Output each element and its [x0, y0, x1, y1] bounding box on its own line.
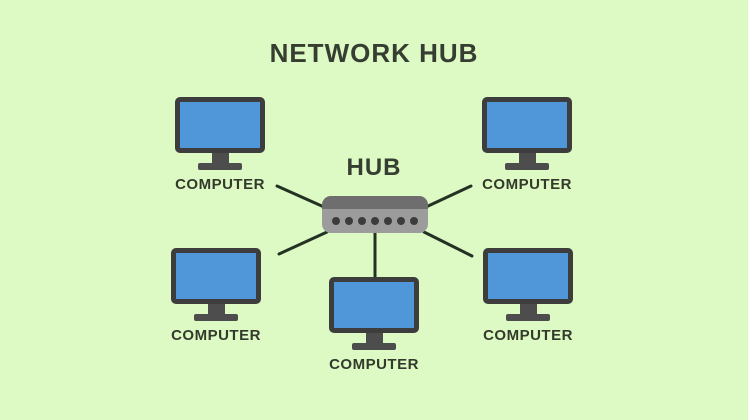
monitor-icon: [175, 97, 265, 153]
hub-label: HUB: [346, 154, 402, 181]
computer-label: COMPUTER: [171, 327, 261, 344]
connection-line-top-left: [275, 184, 326, 209]
hub-port-dot: [332, 217, 340, 225]
computer-node-bottom-left: COMPUTER: [161, 248, 271, 344]
hub-port-dot: [384, 217, 392, 225]
computer-node-bottom-right: COMPUTER: [473, 248, 583, 344]
monitor-icon: [482, 97, 572, 153]
monitor-neck: [365, 333, 383, 343]
monitor-neck: [211, 153, 229, 163]
monitor-base: [505, 163, 549, 170]
computer-node-bottom-center: COMPUTER: [319, 277, 429, 373]
hub-ports: [322, 209, 428, 233]
hub-port-dot: [358, 217, 366, 225]
connection-line-bottom-left: [277, 230, 329, 256]
connection-line-bottom-right: [422, 230, 474, 258]
computer-node-top-left: COMPUTER: [165, 97, 275, 193]
computer-label: COMPUTER: [175, 176, 265, 193]
monitor-icon: [483, 248, 573, 304]
monitor-base: [198, 163, 242, 170]
hub-port-dot: [371, 217, 379, 225]
monitor-base: [506, 314, 550, 321]
connection-line-top-right: [424, 184, 473, 209]
monitor-neck: [519, 304, 537, 314]
computer-label: COMPUTER: [482, 176, 572, 193]
hub-device-icon: [322, 196, 428, 233]
hub-top-strip: [322, 196, 428, 209]
computer-label: COMPUTER: [329, 356, 419, 373]
monitor-icon: [171, 248, 261, 304]
computer-node-top-right: COMPUTER: [472, 97, 582, 193]
hub-port-dot: [410, 217, 418, 225]
hub-port-dot: [345, 217, 353, 225]
diagram-title: NETWORK HUB: [269, 38, 479, 68]
monitor-neck: [518, 153, 536, 163]
monitor-neck: [207, 304, 225, 314]
monitor-base: [352, 343, 396, 350]
hub-port-dot: [397, 217, 405, 225]
computer-label: COMPUTER: [483, 327, 573, 344]
monitor-base: [194, 314, 238, 321]
monitor-icon: [329, 277, 419, 333]
